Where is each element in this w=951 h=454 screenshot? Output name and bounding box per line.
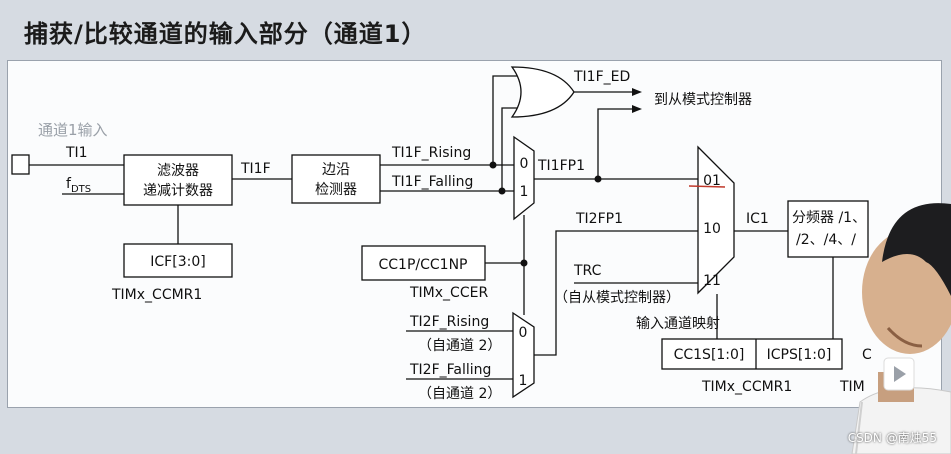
ic1-label: IC1 bbox=[746, 211, 769, 227]
edge-line2: 检测器 bbox=[315, 182, 357, 198]
fdts-label: fDTS bbox=[66, 176, 91, 195]
c-cut-label: C bbox=[862, 347, 872, 363]
ti1f-ed-label: TI1F_ED bbox=[573, 69, 630, 85]
filter-block bbox=[123, 154, 233, 206]
ch2-mux-1: 1 bbox=[519, 373, 528, 389]
prescaler-block bbox=[787, 200, 869, 258]
input-channel-map-mux bbox=[697, 145, 735, 295]
capture-input-diagram: 通道1输入 TI1 fDTS 滤波器 递减计数器 TI1F 边沿 检测器 ICF… bbox=[11, 66, 872, 402]
input-pin bbox=[11, 154, 30, 175]
ti1f-rising-label: TI1F_Rising bbox=[391, 145, 471, 161]
ti1f-label: TI1F bbox=[240, 161, 271, 177]
ch2-mux-0: 0 bbox=[519, 325, 528, 341]
edge-mux-1: 1 bbox=[520, 184, 529, 200]
channel-input-caption: 通道1输入 bbox=[38, 121, 108, 139]
mux-input-10: 10 bbox=[703, 221, 721, 237]
prescaler-line1: 分频器 /1、 bbox=[792, 210, 866, 226]
timx-ccer-label: TIMx_CCER bbox=[409, 285, 488, 301]
csdn-watermark: CSDN @南烛55 bbox=[847, 431, 937, 445]
ti1-label: TI1 bbox=[65, 145, 88, 161]
presenter-photo bbox=[851, 203, 951, 454]
ti2fp1-label: TI2FP1 bbox=[575, 211, 623, 227]
or-gate bbox=[510, 66, 575, 118]
prescaler-line2: /2、/4、/ bbox=[796, 232, 856, 248]
mux-input-01: 01 bbox=[703, 173, 721, 189]
ti1fp1-label: TI1FP1 bbox=[537, 158, 585, 174]
channel2-edge-mux bbox=[512, 311, 535, 399]
from-slave-controller-label: （自从模式控制器） bbox=[554, 290, 680, 306]
cc1p-label: CC1P/CC1NP bbox=[379, 257, 468, 273]
from-channel2-label-b: （自通道 2） bbox=[418, 386, 501, 402]
red-underline-mark bbox=[688, 185, 726, 188]
to-slave-controller-label: 到从模式控制器 bbox=[654, 92, 752, 108]
page-title: 捕获/比较通道的输入部分（通道1） bbox=[24, 20, 427, 48]
icps-label: ICPS[1:0] bbox=[767, 347, 832, 363]
cc1s-icps-register-block bbox=[661, 338, 843, 370]
mux-input-11: 11 bbox=[703, 273, 721, 289]
edge-line1: 边沿 bbox=[322, 162, 350, 178]
edge-select-mux bbox=[513, 135, 535, 221]
ti1f-falling-label: TI1F_Falling bbox=[391, 174, 473, 190]
ti2f-falling-label: TI2F_Falling bbox=[409, 362, 491, 378]
timx-ccmr1-right-label: TIMx_CCMR1 bbox=[701, 379, 792, 395]
trc-label: TRC bbox=[573, 263, 602, 279]
cc1s-label: CC1S[1:0] bbox=[674, 347, 745, 363]
edge-mux-0: 0 bbox=[520, 156, 529, 172]
icf-register-block bbox=[123, 243, 233, 278]
input-channel-map-label: 输入通道映射 bbox=[636, 316, 720, 332]
icf-label: ICF[3:0] bbox=[150, 254, 205, 270]
timx-ccmr1-left-label: TIMx_CCMR1 bbox=[111, 287, 202, 303]
filter-line1: 滤波器 bbox=[157, 163, 199, 179]
filter-line2: 递减计数器 bbox=[143, 183, 213, 199]
edge-detector-block bbox=[291, 154, 381, 204]
diagram-panel: 通道1输入 TI1 fDTS 滤波器 递减计数器 TI1F 边沿 检测器 ICF… bbox=[7, 60, 942, 408]
cc1p-register-block bbox=[361, 245, 486, 281]
ti2f-rising-label: TI2F_Rising bbox=[409, 314, 489, 330]
from-channel2-label-a: （自通道 2） bbox=[418, 338, 501, 354]
arrowheads bbox=[632, 88, 642, 113]
junction-dots bbox=[489, 161, 602, 267]
tim-cut-label: TIM bbox=[839, 379, 865, 395]
